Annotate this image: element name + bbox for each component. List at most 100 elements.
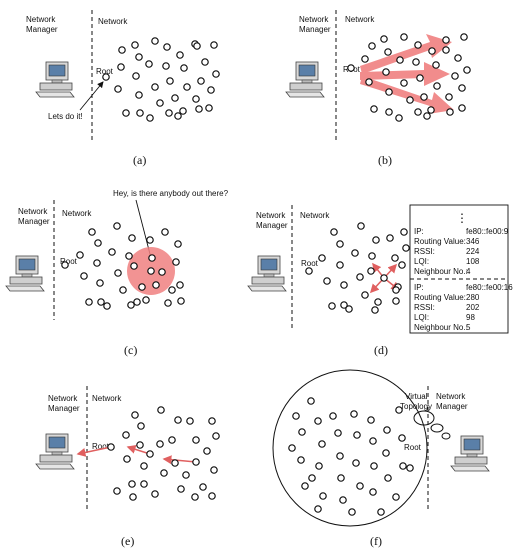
neighbour-label: Neighbour No.: bbox=[414, 323, 468, 332]
thought-bubble bbox=[413, 410, 435, 426]
sensor-node bbox=[128, 480, 136, 488]
sensor-node bbox=[297, 456, 305, 464]
sensor-node bbox=[307, 397, 315, 405]
sensor-node bbox=[130, 262, 138, 270]
sensor-node bbox=[131, 41, 139, 49]
sensor-nodes bbox=[347, 33, 471, 122]
ip-value: fe80::fe00:16 bbox=[466, 283, 513, 292]
sensor-node bbox=[145, 60, 153, 68]
sensor-node bbox=[199, 483, 207, 491]
sensor-node bbox=[367, 267, 375, 275]
sensor-node bbox=[135, 53, 143, 61]
sensor-node bbox=[113, 222, 121, 230]
panel-caption: (a) bbox=[133, 153, 146, 167]
network-label: Network bbox=[98, 17, 128, 26]
sensor-node bbox=[318, 254, 326, 262]
sensor-node bbox=[205, 104, 213, 112]
sensor-node bbox=[210, 41, 218, 49]
sensor-node bbox=[350, 410, 358, 418]
rssi-label: RSSI: bbox=[414, 247, 435, 256]
sensor-nodes bbox=[102, 37, 220, 122]
info-box-frame bbox=[409, 204, 509, 334]
sensor-node bbox=[114, 269, 122, 277]
sensor-node bbox=[318, 440, 326, 448]
sensor-node bbox=[140, 480, 148, 488]
sensor-node bbox=[107, 443, 115, 451]
sensor-node bbox=[347, 64, 355, 72]
sensor-node bbox=[382, 68, 390, 76]
sensor-node bbox=[195, 105, 203, 113]
sensor-node bbox=[370, 462, 378, 470]
sensor-node bbox=[172, 258, 180, 266]
sensor-node bbox=[339, 496, 347, 504]
sensor-node bbox=[433, 82, 441, 90]
sensor-node bbox=[193, 42, 201, 50]
manager-label: Network bbox=[18, 207, 48, 216]
sensor-node bbox=[392, 286, 400, 294]
sensor-node bbox=[61, 261, 69, 269]
sensor-node bbox=[156, 99, 164, 107]
computer-icon bbox=[285, 61, 325, 98]
annotation-arrow bbox=[79, 81, 104, 111]
sensor-node bbox=[180, 64, 188, 72]
sensor-node bbox=[442, 46, 450, 54]
sensor-node bbox=[136, 441, 144, 449]
sensor-node bbox=[352, 459, 360, 467]
annotation-text: Hey, is there anybody out there? bbox=[113, 189, 229, 198]
sensor-node bbox=[131, 411, 139, 419]
routing-label: Routing Value: bbox=[414, 237, 466, 246]
lqi-label: LQI: bbox=[414, 313, 429, 322]
broadcast-arrows bbox=[360, 34, 454, 114]
computer-icon bbox=[5, 255, 45, 292]
sensor-node bbox=[176, 281, 184, 289]
manager-label: Network bbox=[256, 211, 286, 220]
computer-icon bbox=[35, 61, 75, 98]
sensor-node bbox=[340, 281, 348, 289]
root-label: Root bbox=[404, 443, 422, 452]
sensor-nodes bbox=[305, 222, 410, 314]
panel-c: Network Manager Network Hey, is there an… bbox=[5, 189, 229, 357]
sensor-node bbox=[197, 77, 205, 85]
rssi-label: RSSI: bbox=[414, 303, 435, 312]
sensor-node bbox=[182, 471, 190, 479]
route-arrow bbox=[162, 455, 197, 465]
sensor-node bbox=[368, 252, 376, 260]
virtual-topology-bubble bbox=[272, 369, 428, 527]
sensor-node bbox=[94, 239, 102, 247]
panel-a: Network Manager Network Root Lets do it!… bbox=[26, 10, 220, 167]
route-arrow bbox=[126, 444, 151, 455]
sensor-node bbox=[163, 43, 171, 51]
sensor-node bbox=[445, 93, 453, 101]
sensor-node bbox=[186, 417, 194, 425]
panel-caption: (b) bbox=[378, 153, 392, 167]
sensor-node bbox=[368, 42, 376, 50]
sensor-node bbox=[142, 296, 150, 304]
info-entry: IP: fe80::fe00:9 Routing Value: 346 RSSI… bbox=[414, 227, 509, 276]
sensor-node bbox=[384, 48, 392, 56]
sensor-node bbox=[85, 298, 93, 306]
sensor-node bbox=[414, 41, 422, 49]
sensor-node bbox=[122, 109, 130, 117]
sensor-node bbox=[308, 474, 316, 482]
sensor-node bbox=[400, 33, 408, 41]
sensor-node bbox=[460, 33, 468, 41]
manager-label: Network bbox=[299, 15, 329, 24]
sensor-node bbox=[151, 37, 159, 45]
manager-label: Manager bbox=[256, 221, 288, 230]
sensor-node bbox=[96, 279, 104, 287]
neighbour-value: 4 bbox=[466, 267, 471, 276]
sensor-node bbox=[137, 422, 145, 430]
sensor-node bbox=[192, 458, 200, 466]
panel-f: Virtual Topology Network Manager Root (f… bbox=[272, 369, 490, 548]
panel-e: Network Manager Network Root (e) bbox=[35, 386, 220, 548]
sensor-node bbox=[192, 436, 200, 444]
sensor-node bbox=[400, 79, 408, 87]
root-label: Root bbox=[92, 442, 110, 451]
sensor-node bbox=[406, 96, 414, 104]
root-label: Root bbox=[301, 259, 319, 268]
sensor-node bbox=[345, 305, 353, 313]
rssi-value: 224 bbox=[466, 247, 480, 256]
sensor-node bbox=[76, 251, 84, 259]
sensor-node bbox=[133, 298, 141, 306]
